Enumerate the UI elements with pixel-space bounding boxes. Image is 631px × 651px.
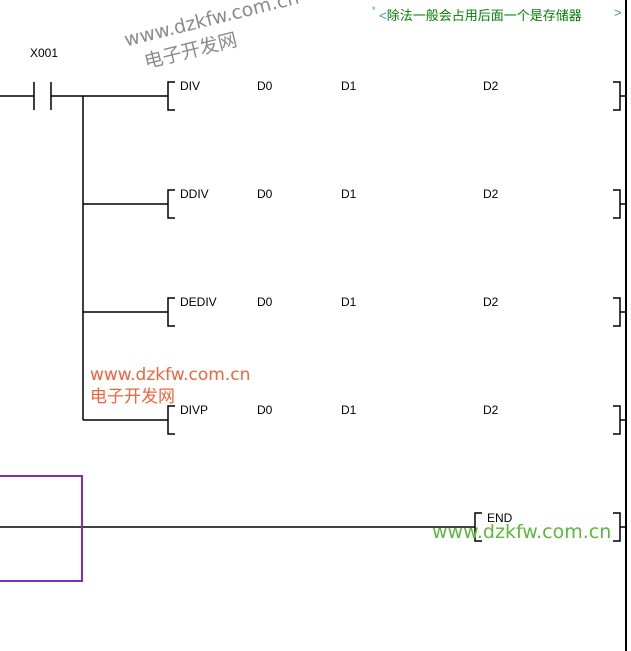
rung-4-instruction[interactable]: DIVP xyxy=(180,403,209,417)
rung-1-operand-1[interactable]: D0 xyxy=(257,79,273,93)
rung-4-operand-2[interactable]: D1 xyxy=(341,403,357,417)
contact-x001[interactable] xyxy=(0,82,168,110)
end-rung xyxy=(0,512,626,542)
rung-1-operand-2[interactable]: D1 xyxy=(341,79,357,93)
rung-comment: * <除法一般会占用后面一个是存储器 xyxy=(372,5,582,23)
rung-3-operand-3[interactable]: D2 xyxy=(483,295,499,309)
rung-2-lines xyxy=(83,189,626,219)
rung-1-operand-3[interactable]: D2 xyxy=(483,79,499,93)
rung-2-operand-2[interactable]: D1 xyxy=(341,187,357,201)
comment-scroll-right[interactable]: > xyxy=(614,5,622,20)
rung-2-operand-3[interactable]: D2 xyxy=(483,187,499,201)
rung-3-lines xyxy=(83,297,626,327)
cursor-selection[interactable] xyxy=(0,475,83,582)
rung-2-operand-1[interactable]: D0 xyxy=(257,187,273,201)
rung-3-instruction[interactable]: DEDIV xyxy=(180,295,217,309)
rung-1-instruction[interactable]: DIV xyxy=(180,79,201,93)
rung-4-operand-3[interactable]: D2 xyxy=(483,403,499,417)
watermark-orange: www.dzkfw.com.cn 电子开发网 xyxy=(90,365,251,407)
rung-3-operand-1[interactable]: D0 xyxy=(257,295,273,309)
rung-1-lines xyxy=(167,81,626,111)
rung-3-operand-2[interactable]: D1 xyxy=(341,295,357,309)
rung-4-operand-1[interactable]: D0 xyxy=(257,403,273,417)
watermark-green: www.dzkfw.com.cn xyxy=(432,521,612,543)
end-instruction: END xyxy=(487,511,513,525)
rung-2-instruction[interactable]: DDIV xyxy=(180,187,209,201)
rung-4-lines xyxy=(83,405,626,435)
contact-label: X001 xyxy=(30,46,59,60)
